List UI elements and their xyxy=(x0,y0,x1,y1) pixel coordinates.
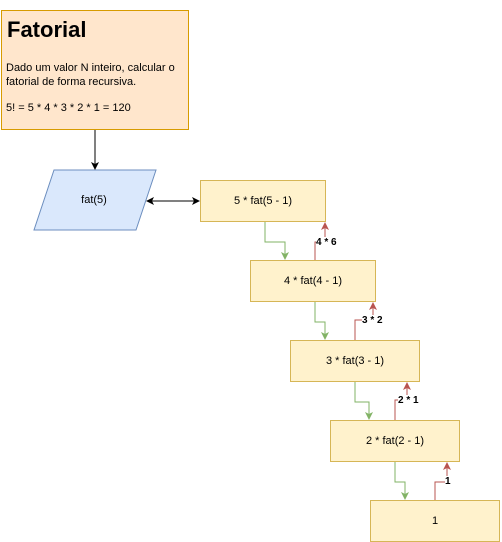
note-formula: 5! = 5 * 4 * 3 * 2 * 1 = 120 xyxy=(6,102,131,114)
step-box-3: 3 * fat(3 - 1) xyxy=(290,340,420,382)
call-arrow-1 xyxy=(264,222,289,260)
return-label-4: 1 xyxy=(445,476,451,487)
step-box-1: 5 * fat(5 - 1) xyxy=(200,180,326,222)
step-box-2: 4 * fat(4 - 1) xyxy=(250,260,376,302)
note-description: Dado um valor N inteiro, calcular o fato… xyxy=(6,62,175,88)
description-note: Fatorial Dado um valor N inteiro, calcul… xyxy=(1,10,189,130)
note-title: Fatorial xyxy=(7,17,87,42)
step-box-5: 1 xyxy=(370,500,500,542)
return-arrow-4 xyxy=(434,462,451,500)
return-label-1: 4 * 6 xyxy=(316,237,337,248)
input-parallelogram xyxy=(33,169,157,231)
return-label-3: 2 * 1 xyxy=(398,395,419,406)
call-arrow-4 xyxy=(394,462,409,500)
call-arrow-3 xyxy=(354,382,373,420)
input-label: fat(5) xyxy=(81,194,107,206)
call-arrow-2 xyxy=(314,302,329,340)
step-box-4: 2 * fat(2 - 1) xyxy=(330,420,460,462)
return-label-2: 3 * 2 xyxy=(362,315,383,326)
